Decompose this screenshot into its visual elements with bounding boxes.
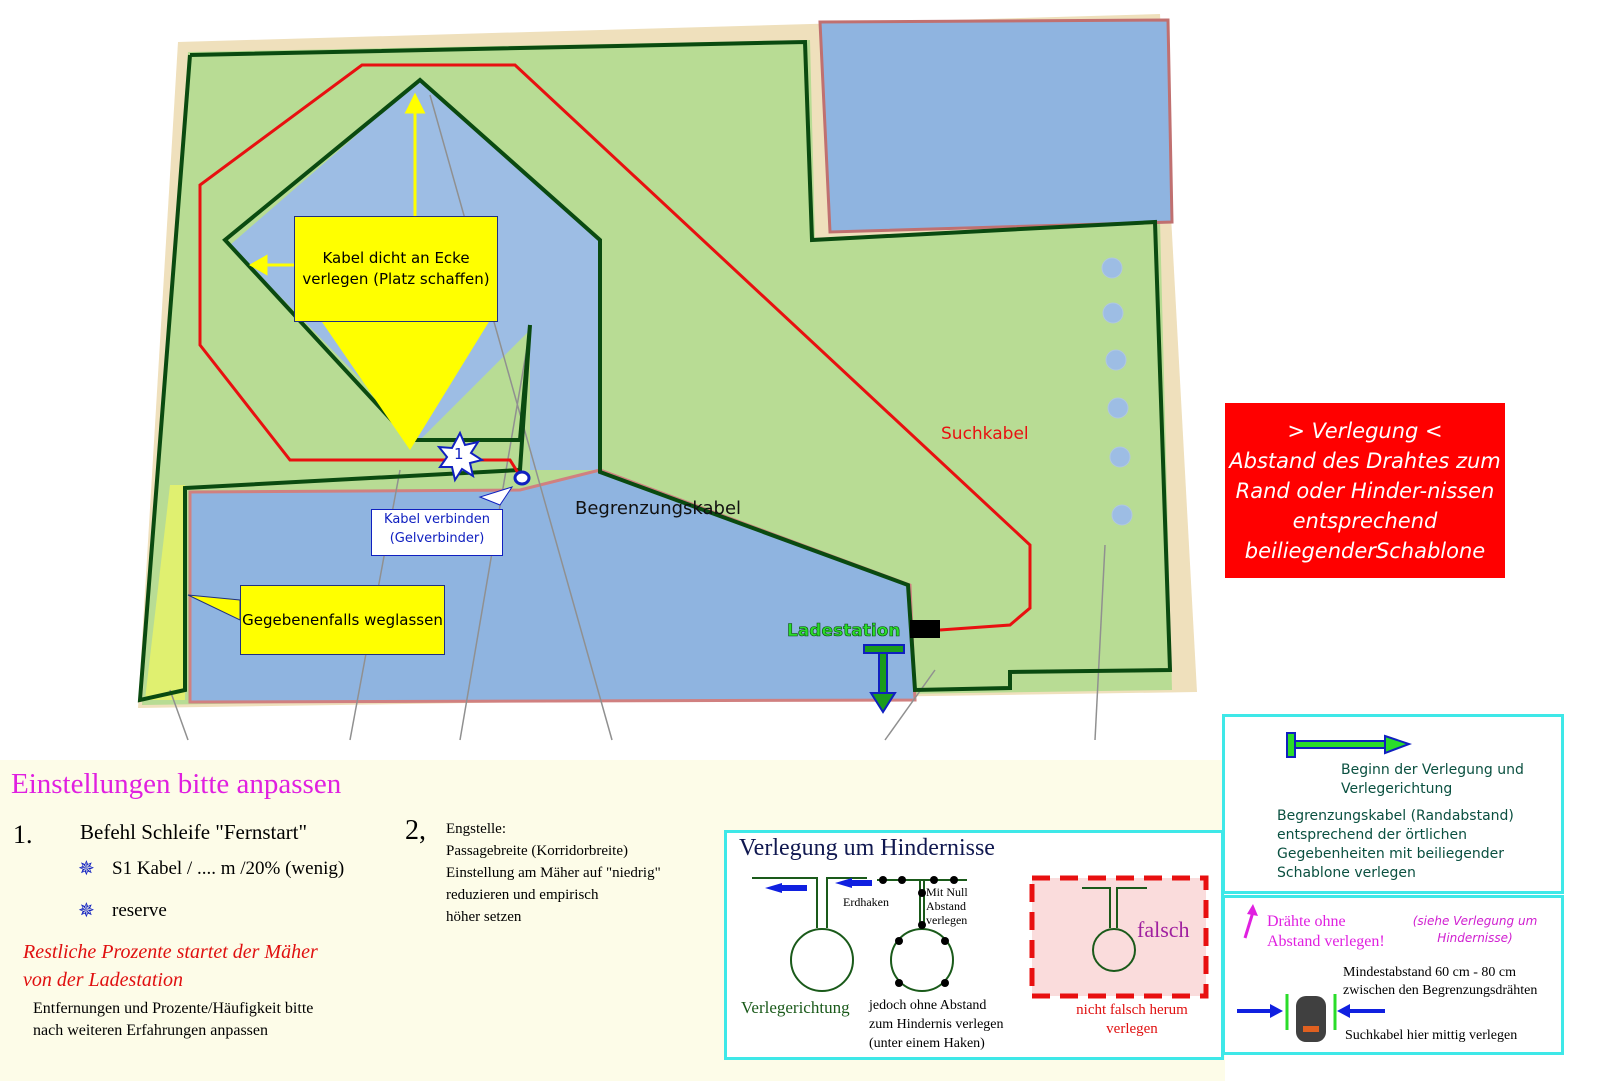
- star-1-icon: [436, 430, 485, 483]
- remaining-line: von der Ladestation: [23, 969, 183, 991]
- star-number: 1: [454, 445, 464, 463]
- connector-label: Kabel verbinden (Gelverbinder): [371, 509, 503, 556]
- omit-strip: [145, 485, 185, 700]
- start-direction-icon: [1286, 732, 1412, 758]
- direction-label: Verlegerichtung: [741, 998, 850, 1017]
- no-gap-line: jedoch ohne Abstand: [869, 998, 987, 1013]
- charging-station-label: Ladestation: [787, 621, 901, 642]
- boundary-cable-label: Begrenzungskabel: [575, 498, 742, 519]
- connector-tail: [478, 486, 514, 506]
- guide-cable: [198, 63, 1032, 632]
- note-line: Entfernungen und Prozente/Häufigkeit bit…: [33, 1000, 314, 1017]
- obstacles-panel: Verlegung um Hindernisse Verlegerichtung…: [724, 830, 1224, 1060]
- guide-center-text: Suchkabel hier mittig verlegen: [1345, 1028, 1518, 1043]
- item2-line: Engstelle:: [446, 821, 506, 837]
- item2-line: Passagebreite (Korridorbreite): [446, 843, 629, 859]
- min-distance-text: Mindestabstand 60 cm - 80 cm zwischen de…: [1343, 964, 1537, 1000]
- obstacle-diagrams: [752, 875, 1209, 999]
- s2-text: reserve: [112, 900, 167, 921]
- item2-line: Einstellung am Mäher auf "niedrig": [446, 865, 661, 881]
- see-line: (siehe Verlegung um: [1412, 914, 1538, 928]
- remaining-note: Restliche Prozente startet der Mäher von…: [23, 938, 318, 994]
- boundary-line: Begrenzungskabel (Randabstand): [1277, 808, 1514, 824]
- distance-diagram: [1237, 904, 1385, 1042]
- s1-text: S1 Kabel / .... m /20% (wenig): [112, 858, 345, 879]
- start-line: Verlegerichtung: [1341, 781, 1453, 797]
- remaining-line: Restliche Prozente startet der Mäher: [23, 941, 318, 963]
- legend-distance-panel: Drähte ohne Abstand verlegen! (siehe Ver…: [1222, 895, 1564, 1055]
- zero-line: Mit Null: [926, 885, 968, 899]
- star-2-icon: ✵: [78, 900, 95, 922]
- boundary-line: entsprechend der örtlichen: [1277, 827, 1467, 843]
- adjust-note: Entfernungen und Prozente/Häufigkeit bit…: [33, 998, 313, 1042]
- obstacles-title: Verlegung um Hindernisse: [739, 835, 995, 861]
- wires-line: Abstand verlegen!: [1267, 933, 1385, 950]
- legend-start-panel: Beginn der Verlegung und Verlegerichtung…: [1222, 714, 1564, 894]
- boundary-text: Begrenzungskabel (Randabstand) entsprech…: [1277, 807, 1514, 883]
- note-line: nach weiteren Erfahrungen anpassen: [33, 1022, 268, 1039]
- wrong-line: nicht falsch herum: [1076, 1002, 1188, 1018]
- wrong-label: falsch: [1137, 917, 1190, 942]
- mower-icon: [1296, 996, 1326, 1042]
- zero-line: Abstand: [926, 899, 966, 913]
- pond-top-right: [818, 18, 1174, 234]
- zero-line: verlegen: [926, 913, 968, 927]
- guide-cable-label: Suchkabel: [941, 424, 1029, 444]
- item2-text: Engstelle: Passagebreite (Korridorbreite…: [446, 818, 661, 928]
- boundary-line: Schablone verlegen: [1277, 865, 1416, 881]
- item1-title: Befehl Schleife "Fernstart": [80, 820, 308, 844]
- min-line: zwischen den Begrenzungsdrähten: [1343, 983, 1538, 998]
- item2-number: 2,: [405, 815, 426, 846]
- settings-title: Einstellungen bitte anpassen: [11, 768, 342, 800]
- no-gap-line: (unter einem Haken): [869, 1036, 985, 1051]
- zero-gap-label: Mit Null Abstand verlegen: [926, 885, 968, 927]
- start-text: Beginn der Verlegung und Verlegerichtung: [1341, 761, 1524, 799]
- callout-corner: Kabel dicht an Ecke verlegen (Platz scha…: [294, 216, 498, 322]
- item2-line: höher setzen: [446, 909, 522, 925]
- stepping-stones: [1101, 257, 1133, 526]
- info-box-text: Abstand des Drahtes zum Rand oder Hinder…: [1229, 448, 1501, 563]
- min-line: Mindestabstand 60 cm - 80 cm: [1343, 965, 1517, 980]
- start-arrow-icon: [863, 644, 905, 714]
- see-line: Hindernisse): [1437, 931, 1513, 945]
- boundary-line: Gegebenheiten mit beiliegender: [1277, 846, 1505, 862]
- see-text: (siehe Verlegung um Hindernisse): [1395, 913, 1555, 947]
- no-gap-line: zum Hindernis verlegen: [869, 1017, 1004, 1032]
- wrong-line: verlegen: [1106, 1021, 1158, 1037]
- wrong-caption: nicht falsch herum verlegen: [1057, 1001, 1207, 1039]
- item1-number: 1.: [13, 820, 33, 849]
- no-gap-text: jedoch ohne Abstand zum Hindernis verleg…: [869, 996, 1004, 1053]
- charging-station-icon: [910, 620, 940, 638]
- hooks-label: Erdhaken: [843, 895, 889, 909]
- wires-text: Drähte ohne Abstand verlegen!: [1267, 912, 1385, 952]
- wires-line: Drähte ohne: [1267, 913, 1346, 930]
- callout-omit: Gegebenenfalls weglassen: [240, 585, 445, 655]
- info-box: > Verlegung < Abstand des Drahtes zum Ran…: [1225, 403, 1505, 578]
- connector-icon: [513, 470, 531, 486]
- callout-tail: [300, 290, 490, 450]
- star-1-icon: ✵: [78, 858, 95, 880]
- item2-line: reduzieren und empirisch: [446, 887, 599, 903]
- start-line: Beginn der Verlegung und: [1341, 762, 1524, 778]
- info-box-title: > Verlegung <: [1287, 418, 1443, 443]
- boundary-cable: [137, 39, 1173, 703]
